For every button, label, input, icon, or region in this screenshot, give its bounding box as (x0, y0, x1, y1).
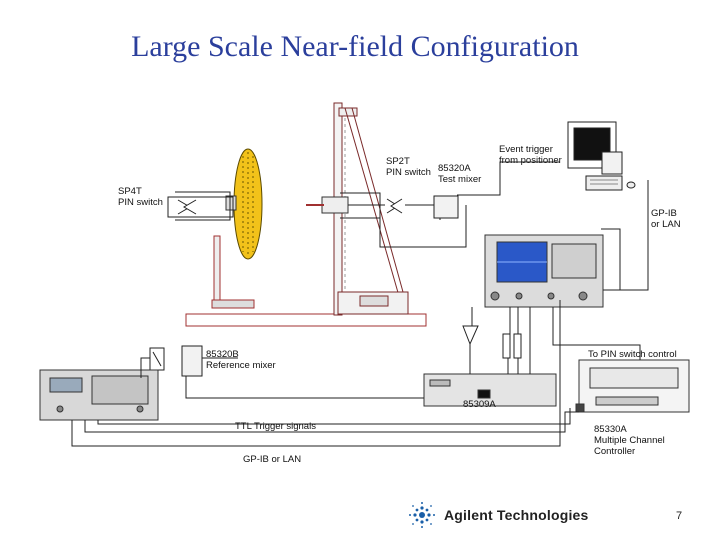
reference-switch-symbol (150, 348, 164, 370)
sp2t-switch-symbol (387, 199, 402, 213)
sp4t-switch-symbol (178, 200, 196, 214)
page-number: 7 (676, 510, 682, 522)
gpib-lan-right-label: GP-IB or LAN (651, 208, 681, 230)
ttl-trigger-label: TTL Trigger signals (235, 421, 316, 432)
reference-mixer-label: 85320B Reference mixer (206, 349, 276, 371)
agilent-logo-text: Agilent Technologies (444, 507, 589, 523)
network-analyzer (485, 235, 603, 307)
unit-85309a-label: 85309A (463, 399, 496, 410)
signal-source (40, 370, 158, 420)
aut-antenna (226, 149, 262, 259)
amplifier-and-filters (463, 326, 521, 358)
sp2t-label: SP2T PIN switch (386, 156, 431, 178)
pc-workstation (568, 122, 635, 190)
multi-channel-controller-85330a (576, 360, 689, 412)
sp4t-label: SP4T PIN switch (118, 186, 163, 208)
pin-switch-control-label: To PIN switch control (588, 349, 677, 360)
reference-mixer-85320b-box (182, 346, 202, 376)
gpib-lan-bottom-label: GP-IB or LAN (243, 454, 301, 465)
event-trigger-label: Event trigger from positioner (499, 144, 562, 166)
controller-label: 85330A Multiple Channel Controller (594, 424, 665, 457)
test-mixer-label: 85320A Test mixer (438, 163, 481, 185)
test-mixer-85320a-box (434, 196, 458, 218)
